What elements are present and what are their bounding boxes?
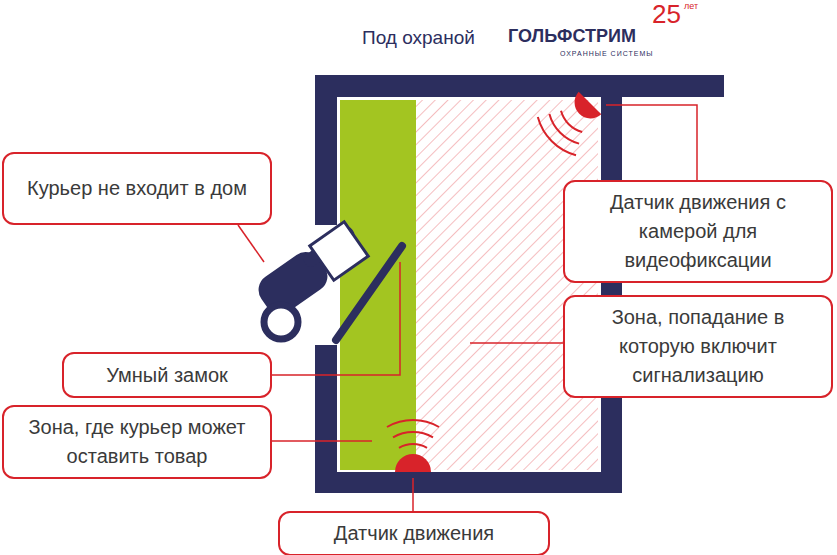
anniversary-number: 25 [652,0,681,30]
walls [315,75,724,493]
callout-box: Датчик движения с камерой для видеофикса… [563,180,833,283]
camera-sensor [538,92,602,156]
alarm-zone [416,100,598,470]
brand-tagline: ОХРАННЫЕ СИСТЕМЫ [560,50,653,58]
courier-figure [252,222,368,339]
callout-box: Зона, попадание в которую включит сигнал… [563,295,833,398]
callout-box: Курьер не входит в дом [2,152,272,225]
anniversary-word: лет [684,1,698,11]
motion-sensor [387,420,439,472]
callout-box: Зона, где курьер может оставить товар [2,405,272,479]
callout-text: Курьер не входит в дом [27,174,247,203]
brand-name: ГОЛЬФСТРИМ [508,26,636,47]
callout-box: Умный замок [62,352,272,398]
callout-box: Датчик движения [278,511,550,555]
callout-text: Зона, где курьер может оставить товар [14,413,260,471]
callout-text: Умный замок [106,361,228,390]
callout-text: Датчик движения [334,519,494,548]
brand-prefix: Под охраной [362,27,475,49]
callout-text: Зона, попадание в которую включит сигнал… [575,303,821,390]
callout-text: Датчик движения с камерой для видеофикса… [575,188,821,275]
